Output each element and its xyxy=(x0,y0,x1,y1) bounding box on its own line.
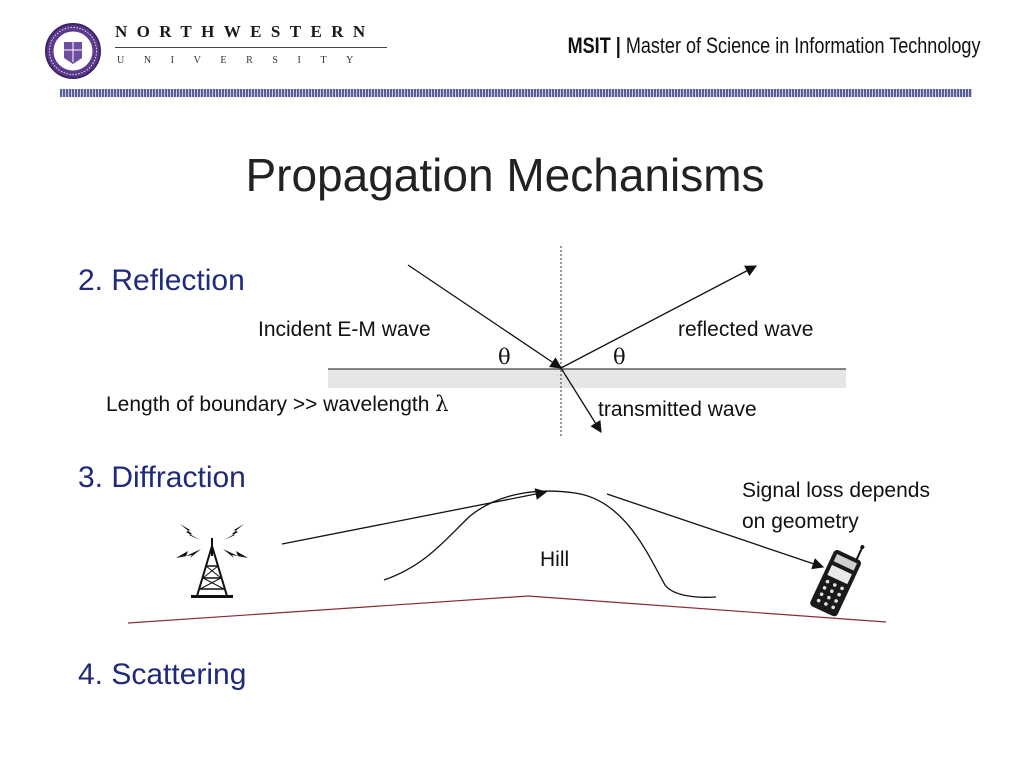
signal-loss-note-line2: on geometry xyxy=(742,510,859,533)
northwestern-seal-icon xyxy=(45,23,101,79)
incident-wave-label: Incident E-M wave xyxy=(258,318,431,341)
section-heading-scattering: 4. Scattering xyxy=(78,658,247,691)
incident-angle-label: θ xyxy=(498,345,511,369)
ground-line-right xyxy=(527,595,887,623)
hill-label: Hill xyxy=(540,548,570,571)
section-heading-diffraction: 3. Diffraction xyxy=(78,461,246,494)
program-name: Master of Science in Information Technol… xyxy=(625,33,980,58)
reflection-boundary xyxy=(328,369,846,388)
reflected-ray xyxy=(560,265,758,369)
program-abbr: MSIT xyxy=(567,33,611,58)
hill-outline xyxy=(383,490,717,598)
brand-divider xyxy=(115,47,387,48)
boundary-note: Length of boundary >> wavelength λ xyxy=(106,392,449,417)
header-divider-band xyxy=(60,89,972,97)
wavelength-symbol: λ xyxy=(435,392,449,416)
program-separator: | xyxy=(615,33,621,58)
reflected-wave-label: reflected wave xyxy=(678,318,814,341)
diffraction-outgoing-ray xyxy=(606,493,825,570)
boundary-note-text: Length of boundary >> wavelength xyxy=(106,393,436,416)
incident-ray xyxy=(407,264,562,369)
transmitted-wave-label: transmitted wave xyxy=(598,398,757,421)
transmitted-ray xyxy=(560,367,602,433)
page-title: Propagation Mechanisms xyxy=(245,149,765,201)
cell-phone-icon xyxy=(810,545,865,617)
program-header: MSIT | Master of Science in Information … xyxy=(567,33,980,59)
reflected-angle-label: θ xyxy=(613,345,626,369)
radio-tower-icon xyxy=(176,524,248,598)
section-heading-reflection: 2. Reflection xyxy=(78,264,245,297)
ground-line xyxy=(127,595,529,624)
brand-subline: UNIVERSITY xyxy=(117,55,373,66)
diffraction-incoming-ray xyxy=(281,488,548,545)
signal-loss-note-line1: Signal loss depends xyxy=(742,479,930,502)
brand-wordmark: NORTHWESTERN xyxy=(115,22,375,41)
